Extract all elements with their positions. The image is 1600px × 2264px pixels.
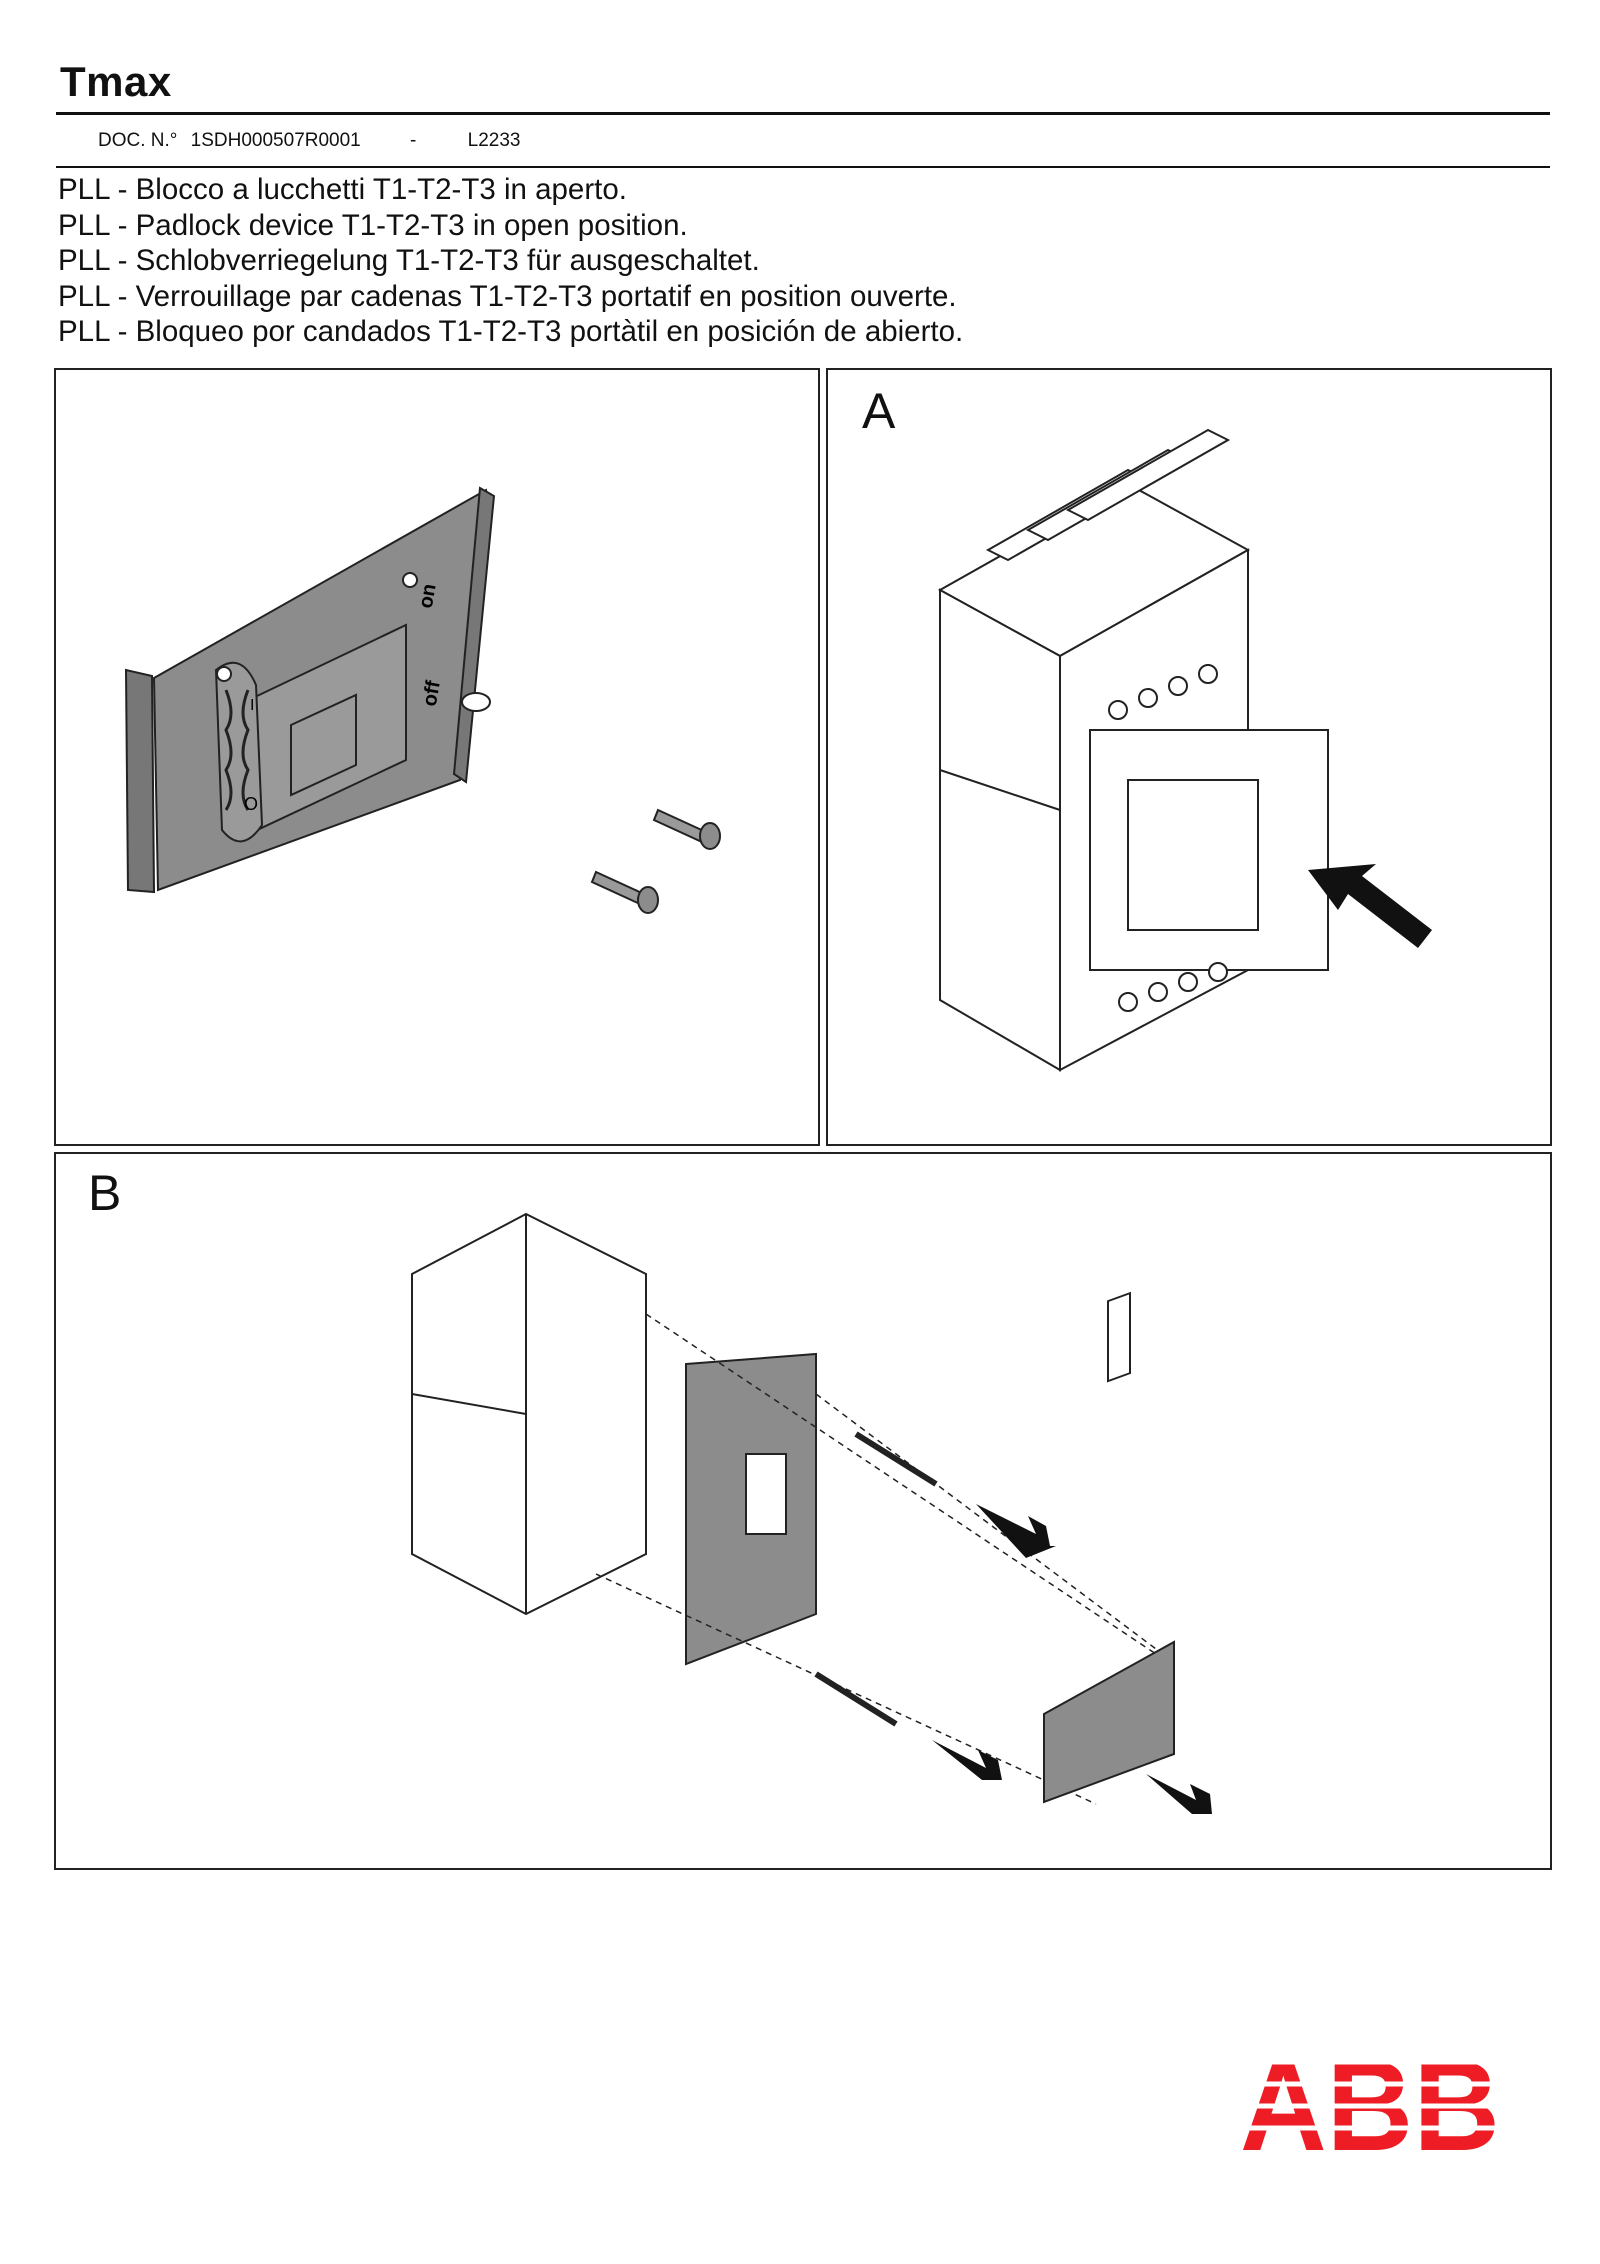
marking-off: off (419, 679, 445, 708)
screw-icon (590, 870, 659, 914)
description-it: PLL - Blocco a lucchetti T1-T2-T3 in ape… (58, 173, 627, 206)
padlock-device-illustration: on off I O (124, 486, 721, 914)
description-de: PLL - Schlobverriegelung T1-T2-T3 für au… (58, 244, 760, 277)
arrow-icon (1146, 1774, 1212, 1814)
arrow-icon (932, 1740, 1002, 1780)
doc-info: DOC. N.° 1SDH000507R0001 - L2233 (98, 130, 520, 152)
doc-separator: - (410, 130, 417, 151)
panel-b: B (54, 1152, 1552, 1870)
arrow-icon (1308, 864, 1432, 948)
description-block: PLL - Blocco a lucchetti T1-T2-T3 in ape… (58, 172, 963, 350)
breaker-front-illustration (937, 428, 1432, 1072)
description-es: PLL - Bloqueo por candados T1-T2-T3 port… (58, 315, 964, 348)
panel-accessory: on off I O (54, 368, 820, 1146)
installation-illustration (411, 1212, 1212, 1814)
doc-rule (56, 166, 1550, 168)
marking-one: I (250, 697, 254, 714)
arrow-icon (976, 1504, 1056, 1558)
description-en: PLL - Padlock device T1-T2-T3 in open po… (58, 208, 688, 242)
marking-on: on (415, 582, 441, 610)
screw-icon (652, 808, 721, 850)
panel-b-label: B (88, 1165, 122, 1221)
doc-number: 1SDH000507R0001 (190, 130, 361, 151)
panel-a: A (826, 368, 1552, 1146)
title-rule (56, 112, 1550, 115)
description-fr: PLL - Verrouillage par cadenas T1-T2-T3 … (58, 279, 957, 313)
document-title: Tmax (60, 58, 172, 105)
doc-label: DOC. N.° (98, 130, 178, 151)
panel-a-label: A (862, 383, 896, 439)
marking-zero: O (244, 794, 258, 814)
doc-code: L2233 (467, 130, 521, 151)
